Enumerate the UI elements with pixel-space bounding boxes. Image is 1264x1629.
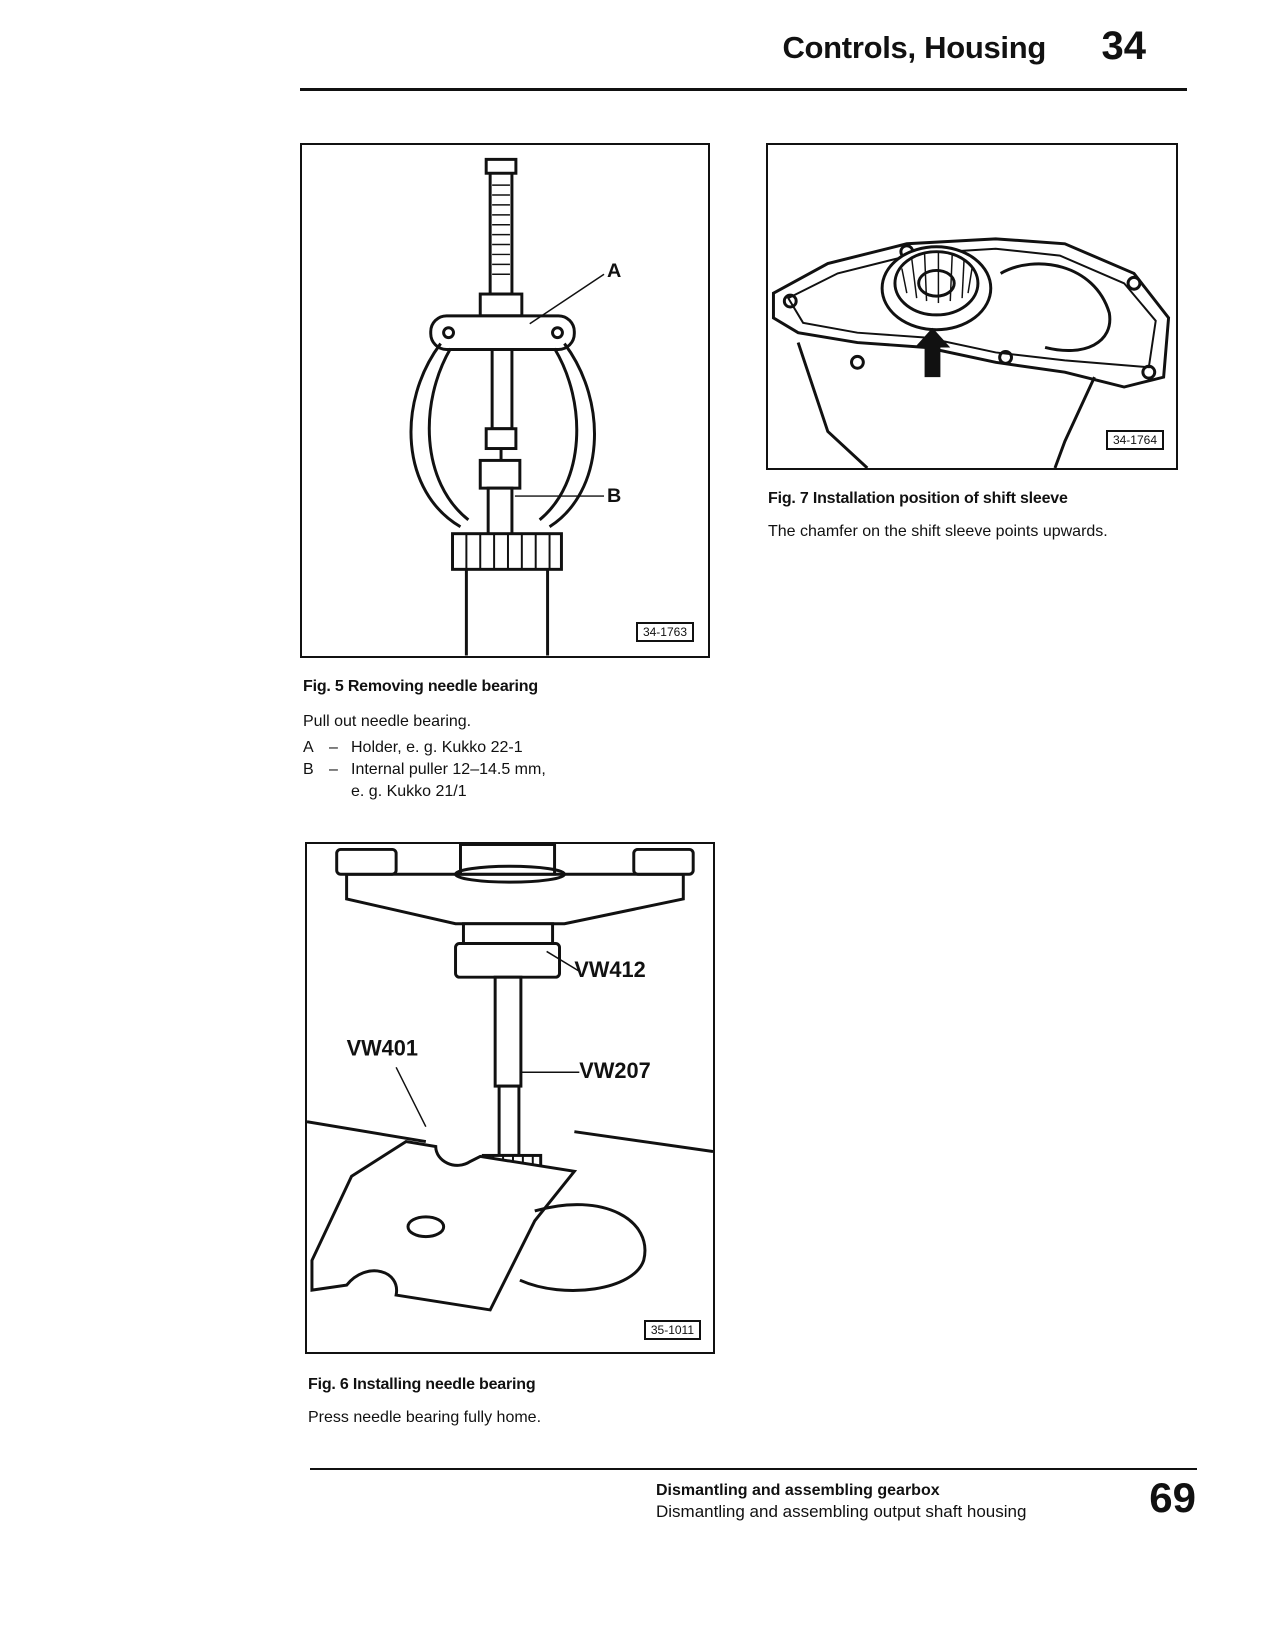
fig6-drawing: VW412 VW207 VW401 xyxy=(307,844,713,1312)
fig7-text: The chamfer on the shift sleeve points u… xyxy=(768,523,1108,540)
fig6-label-vw412: VW412 xyxy=(574,957,645,982)
fig5-label-b: B xyxy=(607,485,621,507)
legend-desc: Internal puller 12–14.5 mm, xyxy=(351,761,546,778)
fig6-label-vw207: VW207 xyxy=(579,1058,650,1083)
legend-dash: – xyxy=(329,761,338,778)
footer-rule xyxy=(310,1468,1197,1470)
fig5-label-a: A xyxy=(607,260,621,282)
fig7-ref-number: 34-1764 xyxy=(1105,430,1164,450)
fig6-ref-number: 35-1011 xyxy=(643,1320,701,1340)
fig5-legend-item-cont: e. g. Kukko 21/1 xyxy=(303,781,546,803)
fig6-illustration: VW412 VW207 VW401 35-1011 xyxy=(305,842,715,1354)
fig7-illustration: 34-1764 xyxy=(766,143,1178,470)
page-number: 69 xyxy=(1149,1474,1196,1521)
legend-key: A xyxy=(303,739,314,756)
fig5-caption: Fig. 5 Removing needle bearing xyxy=(303,678,538,695)
fig5-legend-item: A – Holder, e. g. Kukko 22-1 xyxy=(303,737,546,759)
fig5-drawing: A B xyxy=(409,157,621,656)
header-rule xyxy=(300,88,1187,91)
footer-section-title: Dismantling and assembling gearbox xyxy=(656,1482,940,1499)
legend-desc: Holder, e. g. Kukko 22-1 xyxy=(351,739,523,756)
legend-dash: – xyxy=(329,739,338,756)
up-arrow-icon xyxy=(914,327,951,378)
fig6-label-vw401: VW401 xyxy=(347,1035,418,1060)
chapter-number: 34 xyxy=(1101,24,1147,68)
fig5-text: Pull out needle bearing. xyxy=(303,713,472,730)
fig5-legend: A – Holder, e. g. Kukko 22-1 B – Interna… xyxy=(303,737,546,803)
fig6-text: Press needle bearing fully home. xyxy=(308,1409,542,1426)
chapter-title: Controls, Housing xyxy=(782,30,1046,65)
fig5-legend-item: B – Internal puller 12–14.5 mm, xyxy=(303,759,546,781)
legend-desc-cont: e. g. Kukko 21/1 xyxy=(351,783,467,800)
legend-key: B xyxy=(303,761,314,778)
fig7-drawing xyxy=(771,237,1171,468)
fig5-illustration: A B 34-1763 xyxy=(300,143,710,658)
fig5-ref-number: 34-1763 xyxy=(635,622,694,642)
fig6-caption: Fig. 6 Installing needle bearing xyxy=(308,1376,536,1393)
fig7-caption: Fig. 7 Installation position of shift sl… xyxy=(768,490,1068,507)
footer-subsection-title: Dismantling and assembling output shaft … xyxy=(656,1502,1027,1521)
